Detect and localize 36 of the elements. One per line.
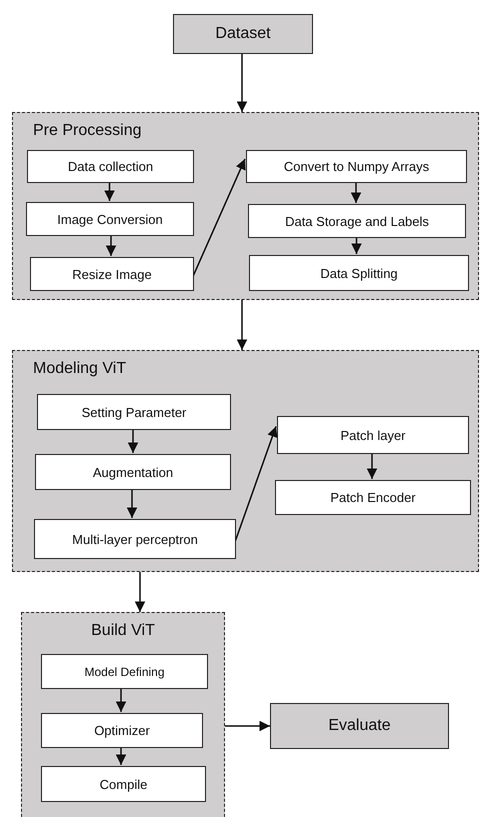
arrow <box>351 237 362 254</box>
arrow <box>116 747 126 765</box>
arrow <box>366 453 378 479</box>
group-title: Build ViT <box>90 622 156 640</box>
process-box: Resize Image <box>30 257 194 291</box>
process-box: Model Defining <box>41 654 208 689</box>
group-title: Pre Processing <box>33 122 142 140</box>
process-box: Patch layer <box>277 416 469 454</box>
process-box: Patch Encoder <box>275 480 471 515</box>
arrow <box>225 720 270 732</box>
process-box: Data Splitting <box>249 255 469 291</box>
arrow <box>106 235 116 256</box>
arrow <box>350 182 362 203</box>
process-box: Compile <box>41 766 206 802</box>
process-box: Setting Parameter <box>37 394 231 430</box>
process-box: Optimizer <box>41 713 203 748</box>
group-panel <box>12 350 479 572</box>
process-box: Data Storage and Labels <box>248 204 466 238</box>
process-box: Multi-layer perceptron <box>34 519 236 559</box>
arrow <box>192 158 246 277</box>
process-box: Convert to Numpy Arrays <box>246 150 467 183</box>
process-box: Augmentation <box>35 454 231 490</box>
process-box: Data collection <box>27 150 194 183</box>
arrow <box>128 429 138 453</box>
arrow <box>236 300 248 350</box>
arrow <box>126 489 138 518</box>
arrow <box>236 54 248 112</box>
terminal-box: Dataset <box>173 14 313 54</box>
group-panel <box>21 612 225 817</box>
arrow <box>116 688 126 712</box>
arrow <box>134 572 146 612</box>
process-box: Image Conversion <box>26 202 194 236</box>
group-panel <box>12 112 479 300</box>
arrow <box>104 182 115 201</box>
terminal-box: Evaluate <box>270 703 449 749</box>
group-title: Modeling ViT <box>33 360 126 378</box>
